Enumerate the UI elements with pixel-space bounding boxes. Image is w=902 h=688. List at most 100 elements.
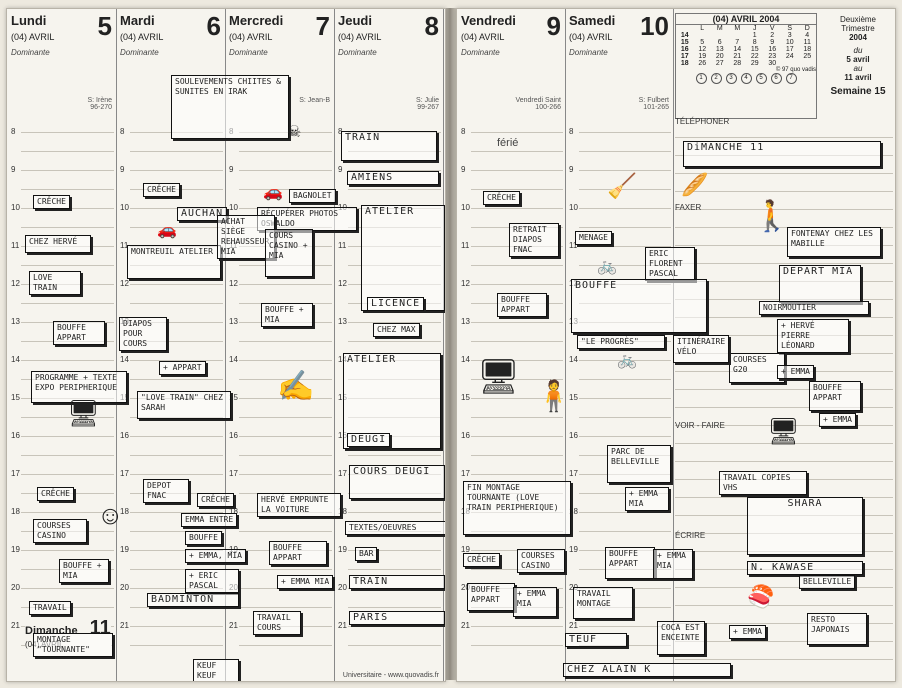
hour-rule [471,436,563,437]
hour-rule [21,474,114,475]
day-dominante: Dominante [338,48,377,57]
note-samedi-progres: "LE PROGRÈS" [577,335,665,349]
hour-label: 16 [338,431,347,440]
half-hour-rule [130,607,223,608]
note-mardi-emma-mia: + EMMA, MIA [185,549,246,563]
hour-label: 8 [569,127,574,136]
calendar-day [799,60,817,67]
half-hour-rule [471,265,563,266]
section-ecrire: ÉCRIRE [675,531,706,540]
note-jeudi-textes: TEXTES/OEUVRES [345,521,445,535]
calendar-day: 13 [715,46,724,53]
hour-label: 16 [229,431,238,440]
calendar-day: 15 [750,46,759,53]
note-samedi-bouffe2: BOUFFE APPART [605,547,655,579]
bicycle-icon: 🚲 [597,258,617,275]
half-hour-rule [348,607,441,608]
hour-label: 17 [120,469,129,478]
note-dimanche-belleville: BELLEVILLE [799,575,856,589]
hour-label: 20 [11,583,20,592]
hour-label: 13 [338,317,347,326]
half-hour-rule [348,645,441,646]
half-hour-rule [21,455,114,456]
notes-rule [675,263,893,264]
hour-label: 12 [11,279,20,288]
trimestre-year: 2004 [849,33,867,42]
day-name: Mercredi [229,13,284,28]
hour-label: 18 [229,507,238,516]
trimestre-label: Deuxième Trimestre [839,15,876,33]
half-hour-rule [239,151,332,152]
half-hour-rule [579,151,671,152]
hour-label: 18 [11,507,20,516]
hour-label: 14 [120,355,129,364]
computer-icon: 🖥 [767,416,801,446]
day-month: (04) AVRIL [11,32,55,42]
hour-label: 14 [338,355,347,364]
note-dimanche-emma3: + EMMA [729,625,766,639]
hour-rule [239,436,332,437]
half-hour-rule [239,189,332,190]
calendar-day: 18 [803,46,812,53]
notes-rule [675,641,893,642]
hour-label: 17 [338,469,347,478]
calendar-week-number: 17 [680,53,689,60]
half-hour-rule [471,379,563,380]
note-jeudi-train: TRAIN [341,131,437,161]
calendar-week-number: 18 [680,60,689,67]
half-hour-rule [239,607,332,608]
footer-publisher: Universitaire - www.quovadis.fr [342,672,439,679]
half-hour-rule [579,265,671,266]
half-hour-rule [130,227,223,228]
skull-icon: ☠ [287,124,302,141]
hour-label: 15 [569,393,578,402]
note-mardi-diapos: DIAPOS POUR COURS [119,317,167,351]
trimestre-au: au [853,64,863,73]
hour-label: 10 [461,203,470,212]
hour-rule [21,550,114,551]
half-hour-rule [579,189,671,190]
hour-rule [130,284,223,285]
hour-rule [130,550,223,551]
hour-rule [348,512,441,513]
half-hour-rule [130,379,223,380]
saint-code: 96-270 [90,104,112,111]
hour-rule [579,626,671,627]
hour-label: 15 [338,393,347,402]
hour-rule [130,208,223,209]
calendar-title: (04) AVRIL 2004 [676,14,816,25]
note-mercredi-bagnolet: BAGNOLET [289,189,336,203]
day-month: (04) AVRIL [569,32,613,42]
hour-label: 12 [461,279,470,288]
note-jeudi-atelier: ATELIER [361,205,445,311]
calendar-day: 5 [700,39,705,46]
calendar-day: 27 [715,60,724,67]
hour-label: 20 [338,583,347,592]
half-hour-rule [348,569,441,570]
note-dimanche-noirmoutier: NOIRMOUTIER [759,301,869,315]
week-number: Semaine 15 [830,86,886,97]
calendar-day-dot: 3 [725,73,737,84]
calendar-day: 9 [770,39,775,46]
half-hour-rule [130,151,223,152]
hour-label: 17 [229,469,238,478]
hour-label: 21 [229,621,238,630]
hour-label: 14 [569,355,578,364]
hour-rule [21,436,114,437]
hour-rule [471,626,563,627]
calendar-weekday: V [769,25,775,32]
half-hour-rule [21,227,114,228]
day-number: 6 [206,11,221,41]
half-hour-rule [239,379,332,380]
calendar-day: 17 [785,46,794,53]
notes-rule [675,623,893,624]
calendar-weekday: L [700,25,705,32]
hour-rule [579,512,671,513]
calendar-day [781,60,799,67]
calendar-day: 10 [785,39,794,46]
